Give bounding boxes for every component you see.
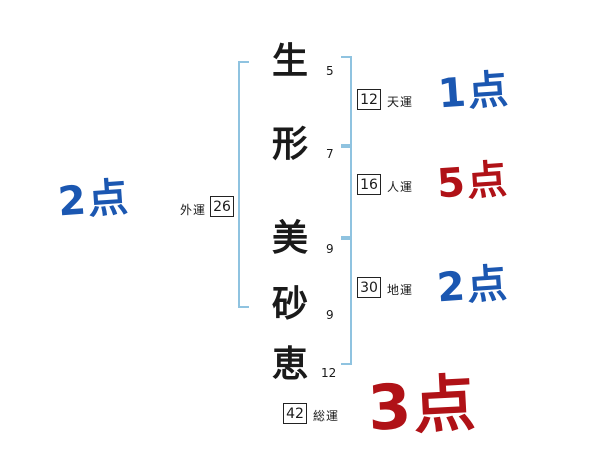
heaven-luck-score: 1点 — [436, 66, 512, 118]
person-luck-label: 人運 — [387, 180, 414, 194]
stroke-count-5: 12 — [321, 366, 337, 380]
stroke-count-3: 9 — [326, 242, 334, 256]
earth-luck-score: 2点 — [435, 260, 511, 312]
stroke-count-1: 5 — [326, 64, 334, 78]
earth-luck-value-box: 30 — [357, 277, 381, 298]
total-luck-score: 3点 — [366, 366, 479, 445]
stroke-count-4: 9 — [326, 308, 334, 322]
name-char-1: 生 — [271, 41, 308, 82]
name-char-5: 恵 — [271, 344, 308, 385]
person-luck-bracket — [341, 146, 352, 238]
person-luck-value-box: 16 — [357, 174, 381, 195]
heaven-luck-label: 天運 — [387, 95, 414, 109]
heaven-luck-value-box: 12 — [357, 89, 381, 110]
stroke-count-2: 7 — [326, 147, 334, 161]
earth-luck-label: 地運 — [387, 283, 414, 297]
person-luck-score: 5点 — [435, 156, 511, 208]
name-char-2: 形 — [271, 124, 308, 165]
heaven-luck-bracket — [341, 56, 352, 146]
outer-luck-label: 外運 — [180, 203, 207, 217]
total-luck-value-box: 42 — [283, 403, 307, 424]
outer-luck-bracket — [238, 61, 249, 308]
total-luck-label: 総運 — [313, 409, 340, 423]
outer-luck-value-box: 26 — [210, 196, 234, 217]
earth-luck-bracket — [341, 238, 352, 365]
outer-luck-score: 2点 — [56, 174, 132, 226]
name-char-3: 美 — [271, 218, 308, 259]
name-char-4: 砂 — [271, 284, 308, 325]
